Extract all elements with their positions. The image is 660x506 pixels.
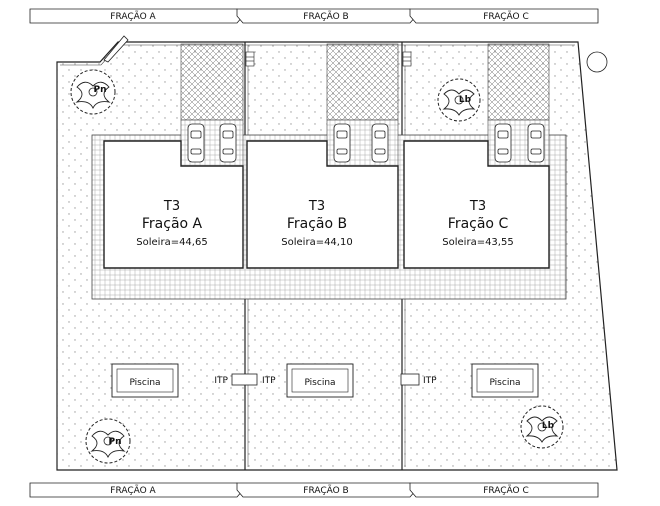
house-c-name: Fração C (448, 216, 509, 232)
manhole-icon (586, 51, 608, 73)
house-a-type: T3 (163, 199, 180, 214)
house-b (246, 140, 399, 269)
cars (187, 123, 545, 163)
itp-label-b: ITP (262, 376, 276, 386)
bottom-label-c: FRAÇÃO C (483, 485, 529, 496)
tree-label-lb-top: Lb (459, 95, 472, 105)
top-label-banner (29, 8, 599, 24)
itp-label-c: ITP (423, 376, 437, 386)
corner-gate (103, 35, 129, 63)
bottom-label-b: FRAÇÃO B (303, 485, 348, 496)
house-b-name: Fração B (287, 216, 347, 232)
car-icon (187, 123, 205, 163)
house-b-soleira: Soleira=44,10 (281, 237, 352, 248)
house-c-type: T3 (469, 199, 486, 214)
itp-box-c (400, 373, 420, 386)
pool-a-label: Piscina (129, 378, 160, 388)
top-label-a: FRAÇÃO A (110, 11, 156, 22)
house-b-type: T3 (308, 199, 325, 214)
car-icon (527, 123, 545, 163)
tree-pn-icon (85, 418, 131, 464)
top-label-b: FRAÇÃO B (303, 11, 348, 22)
pool-a (111, 363, 179, 398)
house-a-name: Fração A (142, 216, 203, 232)
house-c (403, 140, 550, 269)
driveway-a-hatch (180, 43, 244, 121)
tree-lb-icon (520, 405, 564, 449)
car-icon (371, 123, 389, 163)
car-icon (494, 123, 512, 163)
bottom-label-box-c (409, 482, 599, 498)
top-label-box-c (409, 8, 599, 24)
driveway-b-hatch (326, 43, 399, 121)
driveway-c-hatch (487, 43, 550, 121)
tree-label-pn-bottom: Pn (108, 437, 121, 447)
bottom-label-a: FRAÇÃO A (110, 485, 156, 496)
house-c-soleira: Soleira=43,55 (442, 237, 513, 248)
pool-b-label: Piscina (304, 378, 335, 388)
tree-lb-icon (437, 78, 481, 122)
itp-label-a: ITP (214, 376, 228, 386)
house-a (103, 140, 244, 269)
tree-label-pn-top: Pn (93, 85, 106, 95)
itp-box-a (231, 373, 258, 386)
car-icon (333, 123, 351, 163)
pool-b (286, 363, 354, 398)
top-label-c: FRAÇÃO C (483, 11, 529, 22)
tree-pn-icon (70, 69, 116, 115)
house-a-soleira: Soleira=44,65 (136, 237, 207, 248)
car-icon (219, 123, 237, 163)
bottom-label-banner (29, 482, 599, 498)
pool-c-label: Piscina (489, 378, 520, 388)
gate-steps (245, 51, 412, 67)
tree-label-lb-bottom: Lb (542, 421, 555, 431)
pool-c (471, 363, 539, 398)
